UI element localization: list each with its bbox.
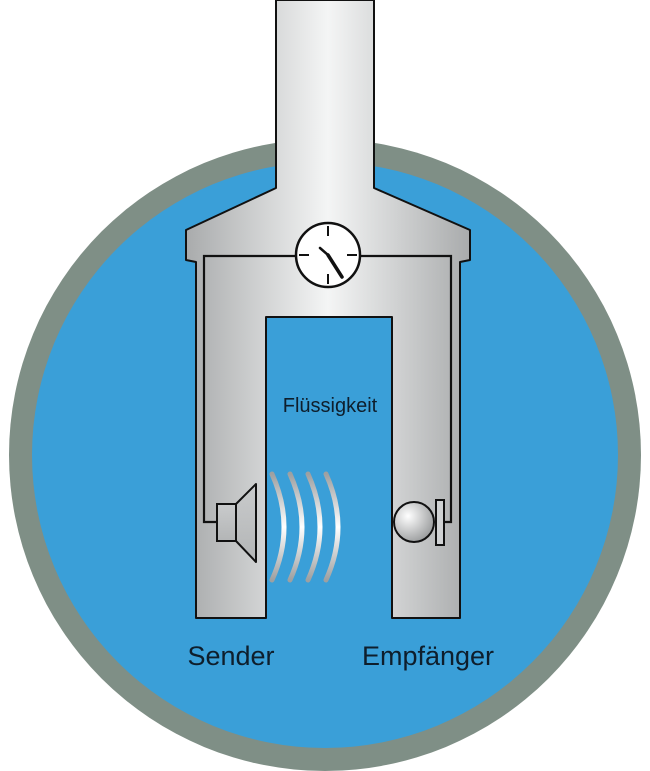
liquid-label: Flüssigkeit xyxy=(283,395,378,417)
sender-label: Sender xyxy=(187,641,274,671)
sound-waves xyxy=(269,471,341,583)
microphone-icon xyxy=(393,499,445,546)
speaker-icon xyxy=(216,483,257,563)
receiver-label: Empfänger xyxy=(362,641,494,671)
liquid-area xyxy=(32,162,618,748)
probe-body xyxy=(185,0,471,619)
clock-icon xyxy=(294,221,362,289)
